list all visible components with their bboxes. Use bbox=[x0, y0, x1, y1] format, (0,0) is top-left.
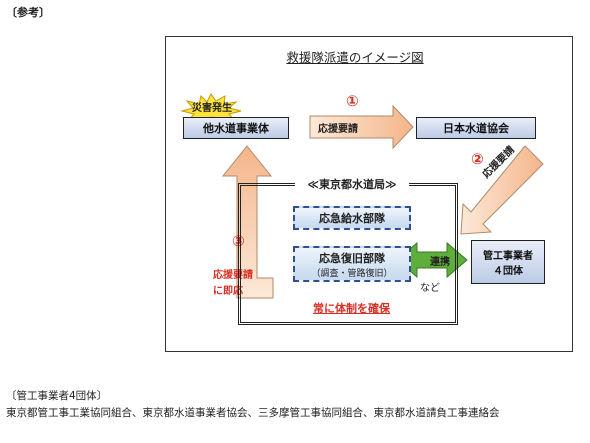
step3-label-line2: に即応 bbox=[213, 286, 243, 297]
arrow-liaison bbox=[396, 241, 468, 279]
contractors-box: 管工事業者 ４団体 bbox=[471, 240, 545, 284]
note-title: 〔管工事業者4団体〕 bbox=[6, 390, 108, 402]
emergency-restore-unit: 応急復旧部隊 （調査・管路復旧） bbox=[293, 246, 411, 282]
contractors-line1: 管工事業者 bbox=[483, 251, 533, 262]
other-utility-box: 他水道事業体 bbox=[183, 117, 289, 139]
arrow-step2 bbox=[460, 145, 544, 235]
arrow-step3 bbox=[221, 145, 274, 299]
step1-label: 応援要請 bbox=[318, 124, 358, 135]
note-body: 東京都管工事工業協同組合、東京都水道事業者協会、三多摩管工事協同組合、東京都水道… bbox=[6, 407, 500, 419]
japan-water-association-box: 日本水道協会 bbox=[416, 117, 536, 139]
disaster-badge: 災害発生 bbox=[192, 103, 232, 114]
diagram-title: 救援隊派遣のイメージ図 bbox=[286, 50, 424, 65]
contractors-line2: ４団体 bbox=[493, 266, 523, 277]
emergency-supply-unit: 応急給水部隊 bbox=[293, 206, 411, 230]
emergency-restore-label: 応急復旧部隊 bbox=[319, 252, 385, 265]
water-bureau-title: ≪東京都水道局≫ bbox=[295, 176, 409, 192]
liaison-label: 連携 bbox=[430, 257, 450, 268]
arrow-step1 bbox=[309, 104, 414, 150]
emergency-restore-sub: （調査・管路復旧） bbox=[311, 269, 393, 279]
step3-label-line1: 応援要請 bbox=[213, 270, 253, 281]
etc-label: など bbox=[420, 283, 440, 294]
reference-label: 〔参考〕 bbox=[6, 6, 50, 19]
diagram-arrows bbox=[221, 104, 544, 299]
step2-number: ② bbox=[471, 150, 484, 168]
always-ready-label: 常に体制を確保 bbox=[313, 302, 390, 315]
step1-number: ① bbox=[346, 92, 359, 110]
